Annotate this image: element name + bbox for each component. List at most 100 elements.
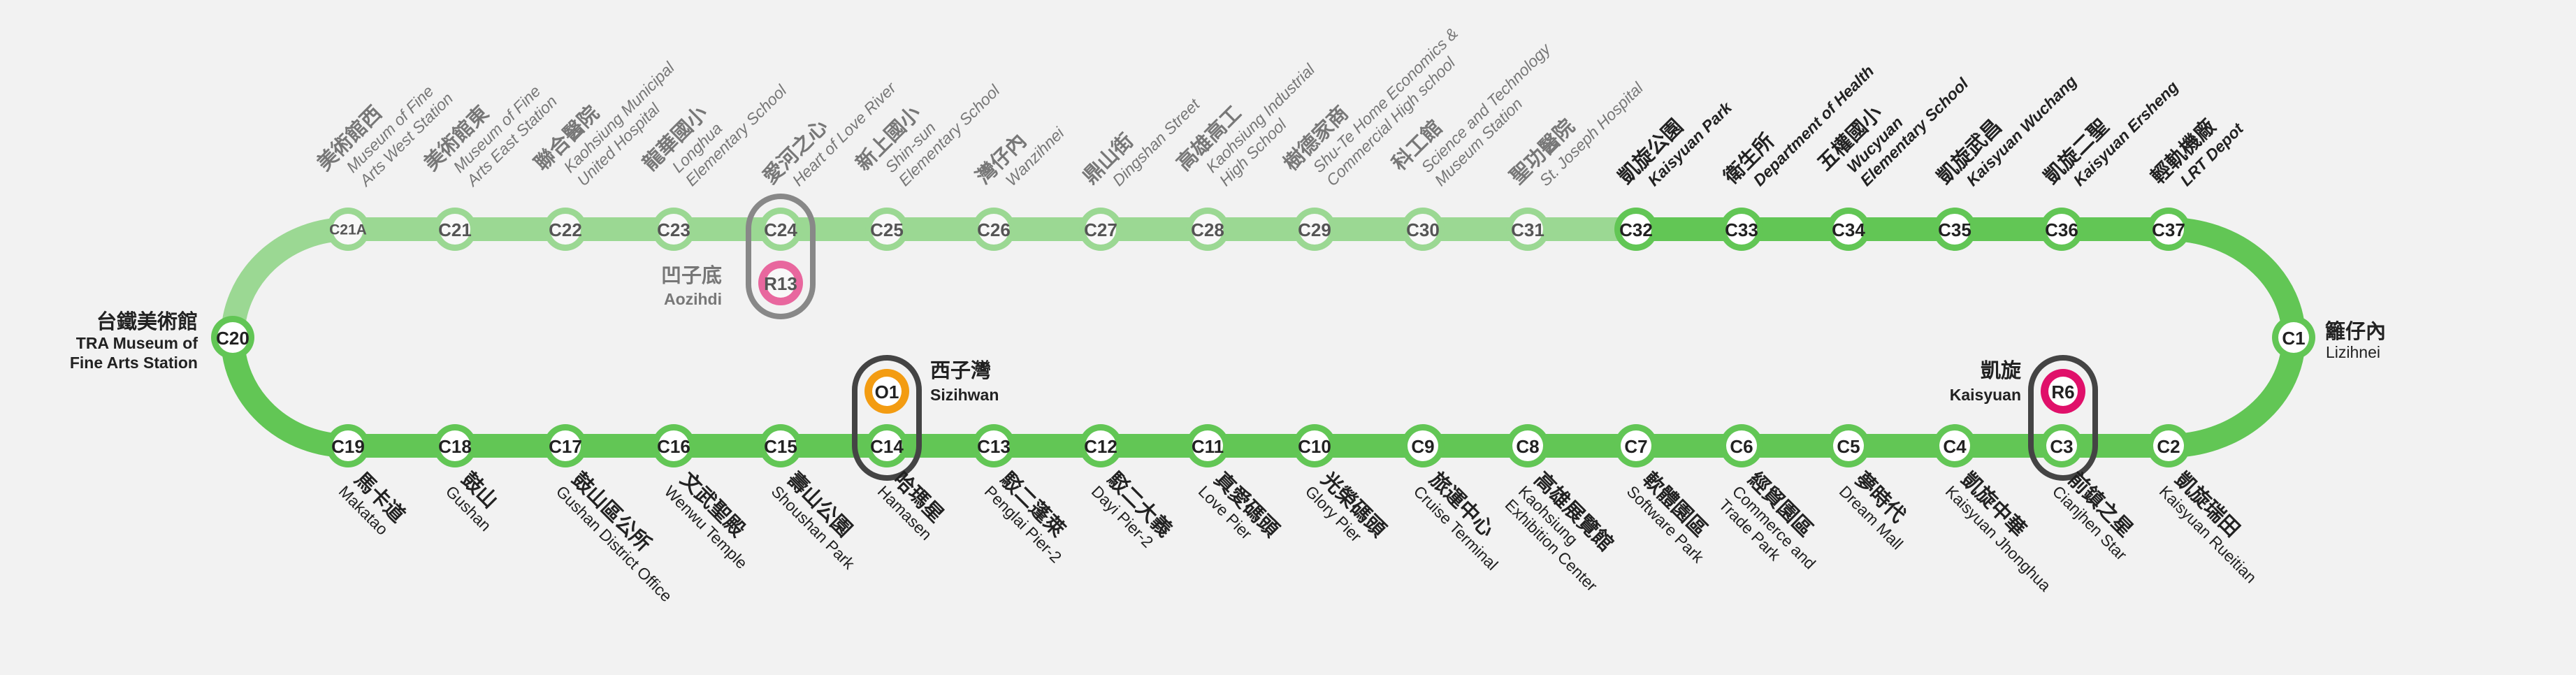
station-marker-inner [1939,214,1970,245]
station-name-zh: 籬仔內 [2325,319,2386,343]
station-code: C34 [1832,219,1865,240]
station-code: C35 [1938,219,1971,240]
station-name-zh: 西子灣 [930,358,991,382]
station-name-en: Aozihdi [664,290,722,308]
station-marker-inner [333,214,363,245]
station-code: O1 [875,382,899,402]
station-code: C18 [438,436,472,457]
station-marker-inner [1299,430,1330,461]
station-c1[interactable]: C1 籬仔內 Lizihnei [2272,316,2386,361]
station-code: C25 [870,219,904,240]
station-code: C17 [549,436,582,457]
station-marker-inner [1512,214,1543,245]
station-marker-inner [978,430,1009,461]
station-name-en-line2: Fine Arts Station [70,354,198,372]
station-name-en: Kaisyuan [1950,386,2021,404]
station-marker-inner [1085,214,1116,245]
station-marker-inner [1833,430,1864,461]
station-code: C4 [1943,436,1967,457]
transfer-station-o1[interactable]: O1 西子灣 Sizihwan [864,358,999,414]
station-marker-inner [440,214,470,245]
station-code: C12 [1084,436,1117,457]
station-marker-inner [766,268,795,298]
station-marker-inner [2278,322,2309,353]
station-code: R6 [2051,382,2074,402]
station-code: C37 [2152,219,2185,240]
station-code: C30 [1406,219,1440,240]
station-marker-inner [2046,214,2077,245]
station-code: C3 [2050,436,2073,457]
station-marker-inner [440,430,470,461]
station-code: C6 [1730,436,1753,457]
transfer-layer [746,194,2098,481]
station-code: C8 [1516,436,1539,457]
station-marker-inner [658,430,689,461]
station-marker-inner [1408,430,1438,461]
station-code: C19 [331,436,365,457]
station-marker-inner [2153,430,2184,461]
station-marker-inner [550,214,581,245]
station-marker-inner [1512,430,1543,461]
station-c20[interactable]: C20 台鐵美術館 TRA Museum of Fine Arts Statio… [70,310,254,372]
station-code: C11 [1192,436,1224,457]
station-code: C1 [2282,328,2305,349]
station-marker-inner [2048,377,2078,406]
station-marker-inner [765,214,796,245]
station-name-en: Lizihnei [2326,343,2380,361]
station-marker-inner [872,377,902,406]
station-code: C31 [1511,219,1544,240]
transfer-station-r6[interactable]: R6 凱旋 Kaisyuan [1950,358,2085,414]
station-code: C29 [1298,219,1331,240]
station-marker-inner [1408,214,1438,245]
station-marker-inner [1726,214,1757,245]
station-code: R13 [764,273,797,294]
station-code: C9 [1411,436,1434,457]
station-marker-inner [1621,430,1651,461]
station-name-zh: 凹子底 [661,263,722,287]
station-marker-inner [871,214,902,245]
station-marker-inner [1192,214,1223,245]
track-west-arc-upper [221,217,349,338]
station-code: C26 [977,219,1011,240]
station-name-zh: 凱旋 [1981,358,2021,382]
station-code: C23 [657,219,690,240]
station-marker-inner [1299,214,1330,245]
station-code: C7 [1624,436,1647,457]
station-marker-inner [1085,430,1116,461]
station-code: C16 [657,436,690,457]
station-code: C14 [870,436,904,457]
station-marker-inner [978,214,1009,245]
station-code: C13 [977,436,1011,457]
station-code: C15 [764,436,797,457]
station-marker-inner [2153,214,2184,245]
station-code: C20 [216,328,249,349]
station-name-zh: 台鐵美術館 [96,310,198,333]
station-marker-inner [1726,430,1757,461]
station-marker-inner [658,214,689,245]
station-code: C21A [329,222,367,238]
station-marker-inner [871,430,902,461]
transfer-capsule-c14-o1 [852,355,922,481]
station-marker-inner [1192,430,1223,461]
station-marker-inner [1621,214,1651,245]
station-code: C36 [2045,219,2078,240]
station-code: C22 [549,219,582,240]
station-marker-inner [2046,430,2077,461]
station-code: C28 [1191,219,1224,240]
station-code: C24 [764,219,797,240]
track-west-arc-lower [221,337,349,458]
station-code: C21 [438,219,472,240]
station-marker-inner [1939,430,1970,461]
station-marker-inner [550,430,581,461]
station-marker-inner [217,322,248,353]
transfer-station-r13[interactable]: R13 凹子底 Aozihdi [661,261,803,308]
station-code: C33 [1725,219,1758,240]
station-code: C5 [1837,436,1860,457]
transfer-capsule-c24-r13 [746,194,816,319]
station-code: C10 [1298,436,1331,457]
station-code: C2 [2157,436,2180,457]
transfer-capsule-c3-r6 [2028,355,2098,481]
station-marker-inner [1833,214,1864,245]
